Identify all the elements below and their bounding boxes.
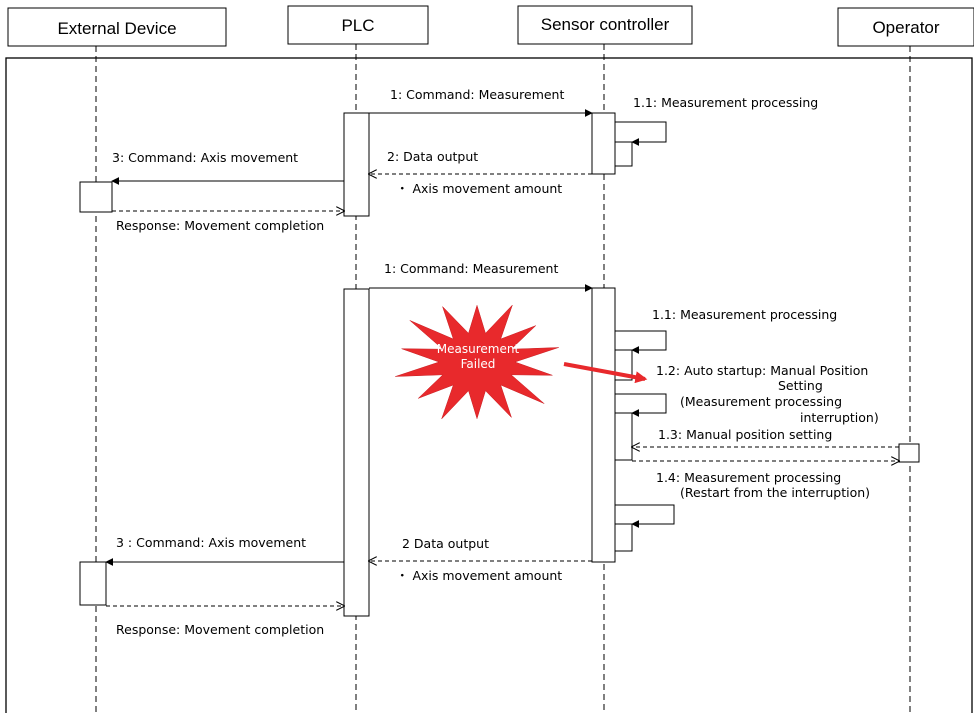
activation-external-device [79, 181, 113, 213]
message-label: interruption) [800, 410, 879, 425]
burst-label: Failed [461, 357, 496, 371]
self-call-arrow [615, 121, 667, 146]
measurement-failed-burst: Measurement Failed [395, 304, 559, 420]
burst-star-icon [395, 304, 559, 420]
message-label: 1.2: Auto startup: Manual Position [656, 363, 868, 378]
message-label: (Measurement processing [680, 394, 842, 409]
message-label: ・ Axis movement amount [396, 568, 562, 583]
participant-sensor-controller: Sensor controller [517, 5, 693, 45]
message-label: 1: Command: Measurement [390, 87, 564, 102]
activation-sensor [591, 112, 616, 175]
participant-plc: PLC [287, 5, 429, 45]
activation-sensor [591, 287, 616, 563]
burst-label: Measurement [437, 342, 520, 356]
message-label: ・ Axis movement amount [396, 181, 562, 196]
participant-operator: Operator [837, 7, 974, 47]
message-label: 3: Command: Axis movement [112, 150, 298, 165]
message-label: Setting [778, 378, 823, 393]
message-label: 2 Data output [402, 536, 489, 551]
message-label: Response: Movement completion [116, 622, 324, 637]
activation-sensor-nested [614, 523, 633, 552]
activation-operator [898, 443, 920, 463]
message-label: 1.1: Measurement processing [652, 307, 837, 322]
message-label: 1.3: Manual position setting [658, 427, 832, 442]
participant-label: External Device [57, 19, 176, 38]
message-label: Response: Movement completion [116, 218, 324, 233]
message-label: 1.1: Measurement processing [633, 95, 818, 110]
self-call-arrow [615, 393, 667, 417]
message-label: 3 : Command: Axis movement [116, 535, 306, 550]
activation-plc [343, 288, 370, 617]
activation-external-device [79, 561, 107, 606]
activation-sensor-nested [614, 141, 633, 167]
message-label: 1.4: Measurement processing [656, 470, 841, 485]
message-label: 2: Data output [387, 149, 478, 164]
failure-pointer-arrow [563, 362, 648, 384]
diagram-frame [5, 57, 973, 713]
message-label: (Restart from the interruption) [680, 485, 870, 500]
participant-external-device: External Device [7, 7, 227, 47]
self-call-arrow [615, 504, 675, 528]
participant-label: Operator [872, 18, 939, 37]
participant-label: PLC [341, 16, 374, 35]
message-label: 1: Command: Measurement [384, 261, 558, 276]
participant-label: Sensor controller [541, 15, 670, 34]
activation-plc [343, 112, 370, 217]
activation-sensor-nested [614, 412, 633, 461]
self-call-arrow [615, 330, 667, 354]
